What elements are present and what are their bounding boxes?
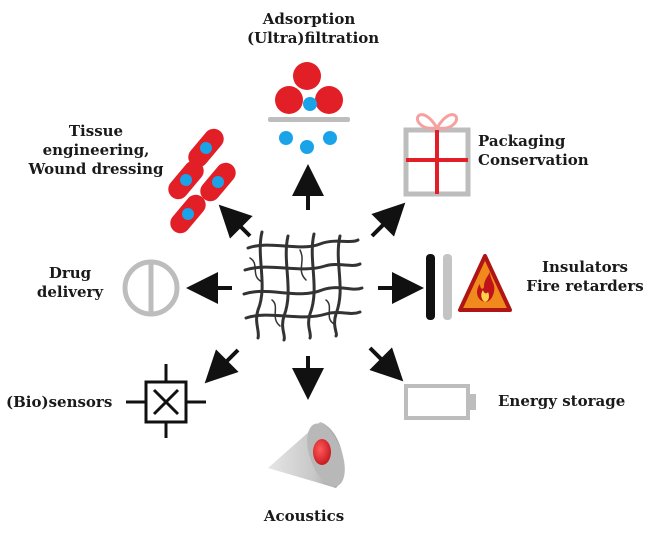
label-adsorption-line1: Adsorption [262,10,356,28]
sensor-chip-icon [126,364,206,438]
battery-icon [404,384,476,420]
label-tissue-line1: Tissue [68,122,124,140]
label-acoustics-line1: Acoustics [263,507,345,525]
label-adsorption: Adsorption (Ultra)filtration [247,10,380,48]
label-acoustics: Acoustics [244,507,364,526]
arrows [186,164,424,400]
label-energy: Energy storage [498,392,625,411]
cells-icon [168,128,236,234]
label-drug-line1: Drug [48,264,92,282]
arrow-down-right [368,346,404,382]
label-tissue-line3: Wound dressing [28,160,164,178]
label-insulators: Insulators Fire retarders [520,258,650,296]
filtration-particles-icon [268,62,350,154]
fire-warning-icon [426,254,512,320]
label-adsorption-line2: (Ultra)filtration [247,29,380,47]
label-insulators-line1: Insulators [542,258,628,276]
label-biosensors-line1: (Bio)sensors [6,393,113,411]
fiber-mesh-icon [242,230,364,342]
label-drug-line2: delivery [36,283,104,301]
label-drug: Drug delivery [30,264,110,302]
capsule-icon [122,259,180,317]
label-packaging-line1: Packaging [478,132,566,150]
label-tissue: Tissue engineering, Wound dressing [22,122,170,179]
label-insulators-line2: Fire retarders [526,277,644,295]
arrow-up-left [218,204,253,239]
label-packaging-line2: Conservation [478,151,589,169]
label-packaging: Packaging Conservation [478,132,589,170]
label-biosensors: (Bio)sensors [6,393,112,412]
gift-box-icon [403,113,471,197]
speaker-cone-icon [268,422,345,488]
label-energy-line1: Energy storage [498,392,626,410]
arrow-down-left [204,348,240,384]
label-tissue-line2: engineering, [42,141,150,159]
arrow-up-right [370,202,406,238]
